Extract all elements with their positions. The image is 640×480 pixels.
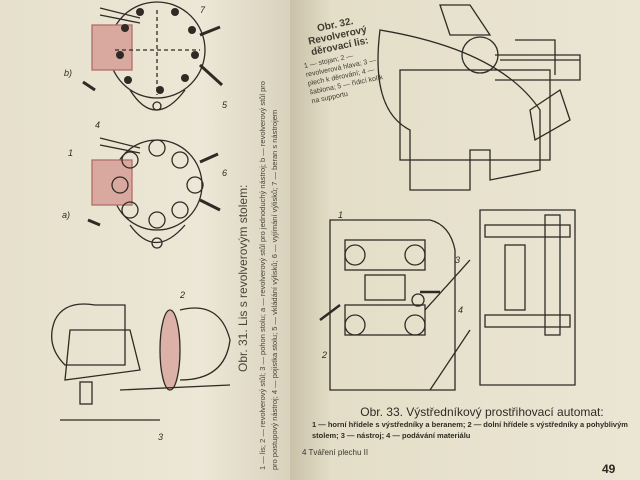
punching-press-drawing [377, 4, 581, 191]
fig33-title: Obr. 33. Výstředníkový prostřihovací aut… [360, 405, 604, 419]
revolver-table-b-drawing [82, 1, 224, 111]
fig31-sub-b: b) [64, 68, 73, 78]
fig31-legend-line1: 1 — lis; 2 — revolverový stůl; 3 — pohon… [258, 81, 267, 470]
page-number: 49 [602, 462, 616, 476]
fig31-label-7: 7 [200, 5, 206, 15]
fig33-caption: Obr. 33. Výstředníkový prostřihovací aut… [312, 405, 632, 441]
fig31-label-1: 1 [68, 148, 74, 158]
fig33-label-1: 1 [338, 210, 344, 220]
fig31-label-3: 3 [158, 432, 164, 442]
fig31-label-4: 4 [95, 120, 101, 130]
fig31-label-2: 2 [180, 290, 186, 300]
page-footer: 4 Tváření plechu II [302, 448, 369, 457]
fig33-label-2: 2 [322, 350, 328, 360]
fig31-label-6: 6 [222, 168, 228, 178]
eccentric-press-drawing [319, 209, 576, 391]
fig33-label-4: 4 [458, 305, 464, 315]
fig32-caption: Obr. 32. Revolverový děrovací lis: 1 — s… [296, 12, 389, 106]
fig31-sub-a: a) [62, 210, 71, 220]
fig33-legend: 1 — horní hřídele s výstředníky a berane… [312, 420, 628, 440]
fig31-legend-line2: pro postupový nástroj; 4 — pojistka stol… [270, 109, 279, 470]
press-drawing [51, 303, 231, 421]
fig33-label-3: 3 [455, 255, 461, 265]
fig31-caption-title: Obr. 31. Lis s revolverovým stolem: [236, 184, 250, 372]
fig31-label-5: 5 [222, 100, 228, 110]
revolver-table-a-drawing [87, 137, 221, 249]
